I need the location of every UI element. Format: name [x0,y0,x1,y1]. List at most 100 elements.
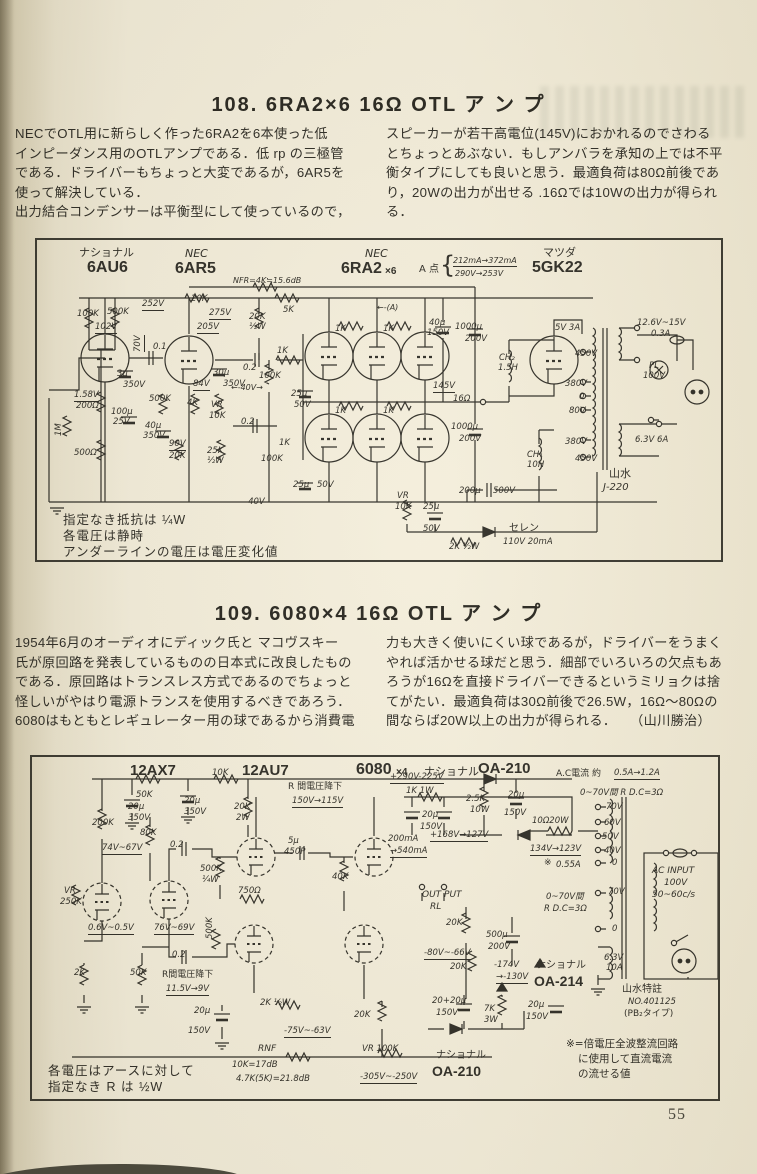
schematic-label: 50V [423,524,440,534]
schematic-label: 200V [465,334,488,344]
schematic-label: 20K [354,1010,371,1020]
schematic-label: 6RA2 [341,260,382,277]
text-line: 氏が原回路を発表しているものの日本式に改良したもの [15,654,352,670]
schematic-label: 20K [450,962,467,972]
schematic-label: 200K [92,818,114,828]
schematic-label: 0.1 [153,342,167,352]
schematic-label: 100K [77,309,99,319]
text-line: とちょっとあぶない．もしアンバラを承知の上では不平 [386,145,723,161]
schematic-label: 200μ [459,486,481,496]
schematic-label: 134V→123V [530,844,582,856]
text-line: ろうが16Ωを直接ドライバーできるというミリョクは捨 [386,674,721,690]
schematic-label: 290V→253V [455,269,504,278]
schematic-label: (PB₂タイプ) [624,1009,674,1019]
schematic-label: J-220 [603,482,629,493]
schematic-label: 16Ω [453,394,471,404]
schematic-label: VR 100K [362,1044,399,1054]
schematic-label: 200V [488,942,511,952]
schematic-label: 50V [602,832,619,842]
schematic-label: A 点 [419,264,440,275]
schematic-label: VR [64,886,76,896]
schematic-label: 80V [569,406,586,416]
schematic-label: NO.401125 [628,997,676,1007]
schematic-label: 200mA [388,834,419,844]
schematic-label: 50~60c/s [652,890,696,900]
schematic-label: 25K [207,446,224,456]
schematic-label: 200V [459,434,482,444]
schematic-label: NFR=4K≒15.6dB [233,276,302,285]
schematic-label: ※ [544,858,552,868]
schematic-label: OA-210 [478,760,531,777]
schematic-label: 5K [283,305,294,315]
schematic-label: 150V→115V [292,796,344,808]
schematic-label: OA-214 [534,973,584,989]
text-line: やれば活かせる球だと思う．細部でいろいろの欠点もあ [386,654,723,670]
schematic-label: 12AU7 [242,762,289,779]
schematic-label: 250K [60,897,82,907]
schematic-label: 2K ½W [449,542,480,552]
schematic-label: 70V [133,335,145,352]
schematic-label: 5GK22 [532,259,583,276]
text-line: である．原回路はトランスレス方式であるのでちょっと [15,674,352,690]
text-line: インピーダンス用のOTLアンプである．低 rp の三極管 [15,145,344,161]
schematic-label: 450P [284,847,306,857]
schematic-label: 11.5V→9V [166,984,210,996]
schematic-label: ×4 [396,767,408,778]
schematic-label: 450V [575,454,598,464]
schematic-label: 20K [249,312,266,322]
schematic-label: 40K [332,872,349,882]
text-line: てがたい．最適負荷は30Ω前後で26.5W，16Ω〜80Ωの [386,693,718,709]
schematic-label: 50K [136,790,153,800]
component-symbols-group [49,282,710,547]
schematic-label: 500K [205,917,215,939]
schematic-label: 2.5K [466,794,486,804]
schematic-label: RNF [258,1044,277,1054]
schematic-label: 30μ [213,368,230,378]
schematic-label: 10K [212,768,229,778]
schematic-label: 50V [294,400,311,410]
schematic-label: 350V [123,380,146,390]
schematic-label: 200Ω [76,401,99,411]
schematic-label: 252V [142,299,165,311]
text-line: 指定なき R は ½W [48,1080,164,1094]
schematic-label: 100V [664,878,688,888]
component-symbols-group [71,773,698,1062]
schematic-label: ※=倍電圧全波整流回路 [566,1038,679,1050]
schematic-label: 350V [223,379,246,389]
schematic-label: 25V [113,417,130,427]
schematic-label: 3μ [117,369,128,379]
section-109-right-column: 力も大きく使いにくい球であるが，ドライバーをうまくやれば活かせる球だと思う．細部… [386,633,744,731]
schematic-label: 60V [604,818,621,828]
schematic-label: 100K [261,454,283,464]
schematic-label: 5V 3A [555,323,581,333]
schematic-label: CH₁ [527,450,543,460]
text-line: スピーカーが若干高電位(145V)におかれるのでさわる [386,126,711,141]
schematic-label: -80V~-66V [424,948,471,960]
schematic-label: 150V [526,1012,549,1022]
schematic-label: -40V [245,497,265,507]
schematic-label: 10K [209,411,226,421]
schematic-label: 74V~67V [102,843,143,855]
schematic-label: +290V-225V [390,772,444,784]
schematic-label: 1K 1W [406,786,434,796]
schematic-label: R D.C=3Ω [544,904,587,914]
schematic-label: 1K [383,406,394,416]
schematic-label: 100μ [111,407,133,417]
schematic-label: 500K [107,307,129,317]
schematic-label: 380V [565,379,588,389]
section-109-title: 109. 6080×4 16Ω OTL ア ン プ [214,603,543,625]
page-gutter-shadow [0,0,14,1174]
schematic-label: ナショナル [424,765,479,778]
schematic-label: 50K [130,968,147,978]
schematic-label: 84V [193,379,210,391]
schematic-label: 2K [74,968,85,978]
schematic-label: 6AR5 [175,260,216,277]
schematic-label: 1.5H [498,363,518,373]
schematic-label: ナショナル [536,960,586,971]
schematic-label: 山水特註 [622,984,662,995]
schematic-label: ←-(A) [377,303,399,312]
schematic-label: 70V [608,887,625,897]
print-bleedthrough [540,86,745,138]
